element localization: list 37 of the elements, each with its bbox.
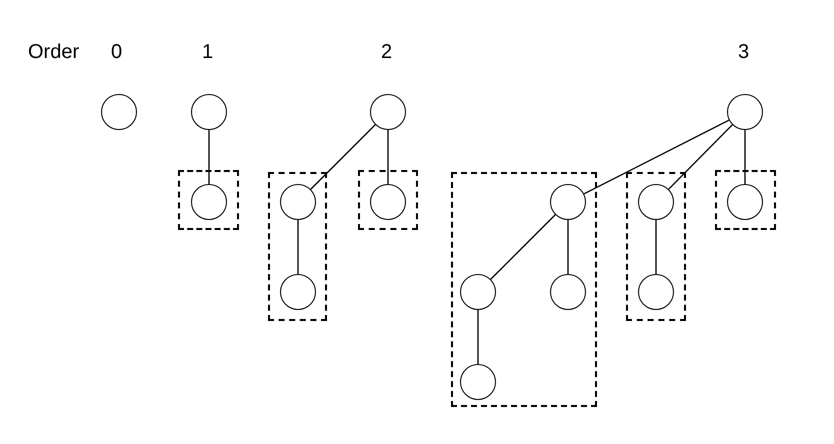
tree-node-circle [638,274,674,310]
order-number: 1 [202,40,214,64]
tree-edge-line [490,214,556,280]
tree-edge-line [567,220,569,274]
tree-edge-line [584,120,730,194]
tree-edge-line [208,130,210,184]
tree-edge-line [297,220,299,274]
tree-node-circle [727,184,763,220]
subtree-dashed-box [358,170,418,230]
tree-edge-line [744,130,746,184]
tree-node-circle [280,274,316,310]
tree-node-circle [191,94,227,130]
tree-edge-line [477,310,479,364]
tree-node-circle [550,274,586,310]
order-number: 2 [381,40,392,64]
row-heading: Order [28,40,80,64]
subtree-dashed-box [715,170,776,230]
tree-node-circle [460,364,496,400]
tree-node-circle [638,184,674,220]
tree-node-circle [370,94,406,130]
tree-edge-line [668,124,733,190]
tree-node-circle [191,184,227,220]
tree-node-circle [280,184,316,220]
subtree-dashed-box [178,170,239,230]
tree-node-circle [550,184,586,220]
subtree-dashed-box [626,172,686,321]
tree-edge-line [310,124,376,190]
order-number: 0 [111,40,122,64]
tree-edge-line [387,130,389,184]
tree-edge-line [655,220,657,274]
tree-node-circle [460,274,496,310]
order-number: 3 [738,40,750,64]
subtree-dashed-box [268,172,327,321]
tree-node-circle [727,94,763,130]
tree-node-circle [370,184,406,220]
tree-node-circle [101,94,137,130]
subtree-dashed-box [451,172,597,407]
